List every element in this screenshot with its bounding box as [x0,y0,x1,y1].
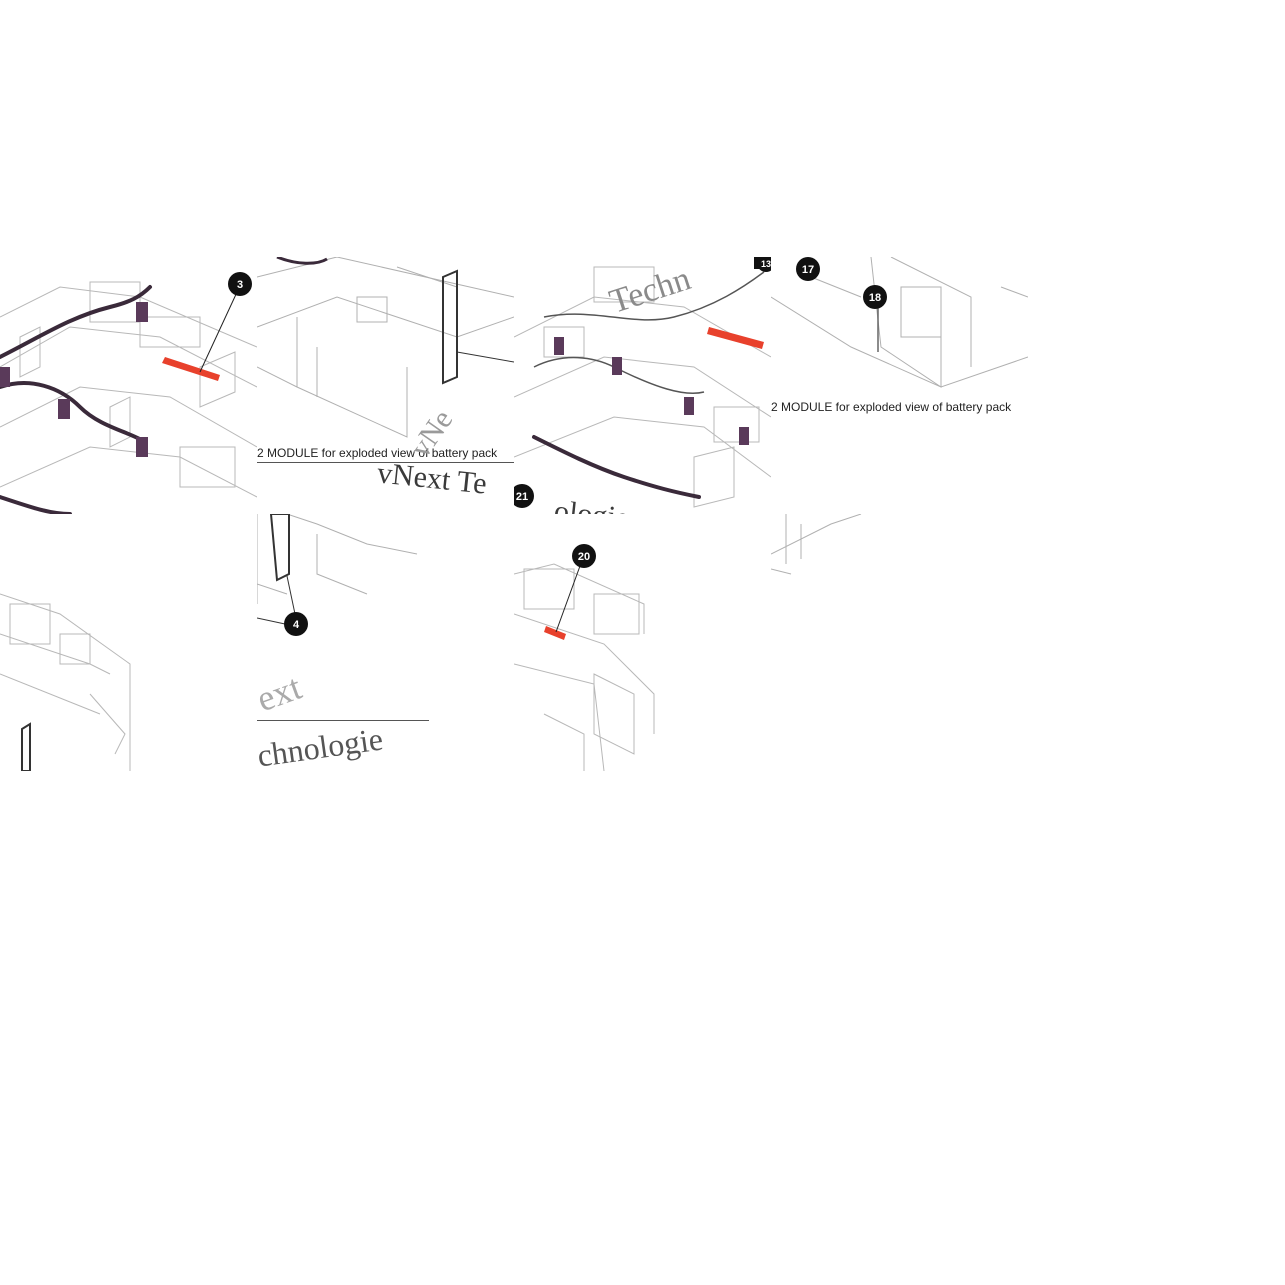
svg-text:4: 4 [293,619,300,631]
battery-module-drawing-1: 3 [0,272,257,514]
battery-frame-drawing-4: 17 18 [771,257,1028,388]
caption-text-a: 2 MODULE for exploded view of battery pa… [257,446,498,460]
caption-underline-a [257,462,514,463]
diagram-tile-7: 20 [514,514,771,771]
svg-text:18: 18 [869,292,881,304]
callout-13-partial: 13 [757,257,771,272]
battery-frame-drawing-6: 4 [257,514,418,636]
svg-text:13: 13 [761,259,771,269]
callout-4: 4 [284,612,308,636]
svg-text:20: 20 [578,551,590,563]
callout-21: 21 [514,484,534,508]
diagram-tile-6: 4 ext chnologie [257,514,514,771]
diagram-tile-1: 3 [0,257,257,514]
highlight-part-20 [544,626,566,640]
svg-text:21: 21 [516,491,528,503]
diagram-tile-3: 21 13 Techn ologies [514,257,771,514]
battery-module-drawing-5 [0,593,131,771]
diagram-tile-4: 17 18 2 MODULE for exploded view of batt… [771,257,1028,514]
battery-module-drawing-3: 21 13 [514,257,771,508]
callout-3: 3 [228,272,252,296]
highlight-part-13 [707,327,764,349]
diagram-tile-2: 2 MODULE for exploded view of battery pa… [257,257,514,514]
caption-text-b: 2 MODULE for exploded view of battery pa… [771,400,1012,414]
diagram-tile-8 [771,514,1028,584]
caption-underline-b [257,720,429,721]
callout-20: 20 [572,544,596,568]
callout-18: 18 [863,285,887,309]
battery-module-drawing-7: 20 [514,544,655,771]
battery-frame-drawing-2 [257,257,514,438]
highlight-part-3 [162,357,220,381]
callout-17: 17 [796,257,820,281]
svg-text:3: 3 [237,279,243,291]
svg-text:17: 17 [802,264,814,276]
diagram-tile-5 [0,514,257,771]
battery-frame-drawing-8 [771,514,862,575]
